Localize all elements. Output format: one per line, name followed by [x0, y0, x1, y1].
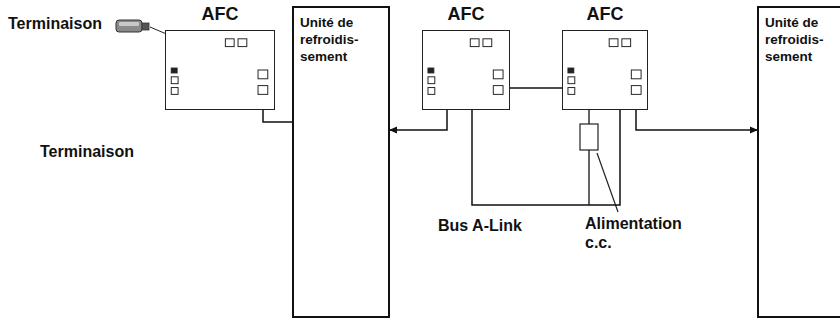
- unit-name: Unité de refroidis- sement: [765, 14, 839, 65]
- callout-label: Terminaison: [8, 14, 102, 33]
- board-connectors: [423, 31, 509, 109]
- cable: [263, 110, 292, 122]
- board-heading: AFC: [146, 4, 294, 25]
- board-connectors: [166, 31, 274, 109]
- board-connectors: [563, 31, 647, 109]
- power-wire: [588, 150, 589, 205]
- cable: [510, 87, 562, 89]
- power-supply-box: [580, 124, 598, 150]
- callout-label: Alimentation c.c.: [585, 214, 695, 252]
- cable: [472, 110, 620, 205]
- board-heading: AFC: [403, 4, 529, 25]
- afc-board: AFC: [165, 30, 275, 110]
- board-heading: AFC: [543, 4, 667, 25]
- cooling-unit: Unité de refroidis- sement: [757, 6, 840, 318]
- power-wire: [588, 110, 589, 124]
- unit-name: Unité de refroidis- sement: [300, 14, 382, 65]
- cooling-unit: Unité de refroidis- sement: [292, 6, 390, 318]
- callout-label: Bus A-Link: [438, 216, 522, 235]
- cable: [390, 110, 447, 130]
- afc-board: AFC: [562, 30, 648, 110]
- afc-board: AFC: [422, 30, 510, 110]
- cable: [636, 110, 757, 130]
- leader-line: [597, 153, 618, 212]
- callout-label: Terminaison: [40, 142, 134, 161]
- terminator-plug: [116, 20, 149, 32]
